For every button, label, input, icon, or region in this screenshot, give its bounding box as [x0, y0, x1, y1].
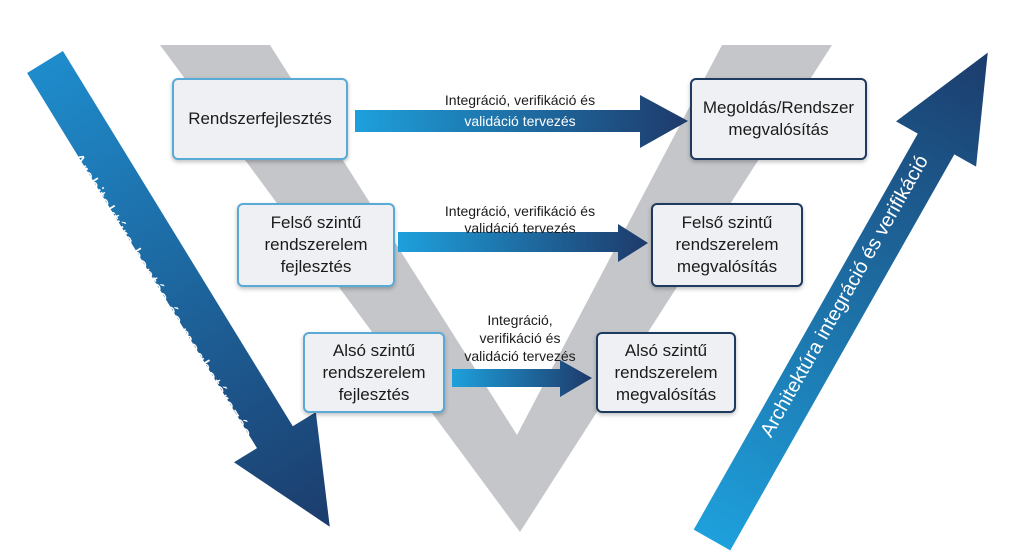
box-rendszerfejlesztes: Rendszerfejlesztés — [172, 78, 348, 160]
left-diagonal-arrow — [27, 51, 330, 527]
level3-arrow-label-line3: validáció tervezés — [464, 348, 576, 364]
level3-arrow-label-line1: Integráció, — [487, 312, 553, 328]
level3-arrow-label-line2: verifikáció és — [479, 330, 561, 346]
level1-arrow — [355, 95, 688, 148]
right-diagonal-arrow — [693, 52, 988, 551]
box-also-szintu-megvalositas: Alsó szintű rendszerelem megvalósítás — [596, 332, 736, 413]
box-felso-szintu-fejlesztes: Felső szintű rendszerelem fejlesztés — [237, 203, 395, 287]
level1-arrow-label-line1: Integráció, verifikáció és — [444, 92, 596, 108]
level3-arrow — [452, 360, 592, 397]
level2-arrow-label-line2: validáció tervezés — [464, 220, 576, 236]
box-megoldas-megvalositas: Megoldás/Rendszer megvalósítás — [690, 78, 867, 160]
level2-arrow — [398, 224, 648, 262]
level2-arrow-label-line1: Integráció, verifikáció és — [444, 203, 596, 219]
box-also-szintu-fejlesztes: Alsó szintű rendszerelem fejlesztés — [303, 332, 445, 413]
level1-arrow-label-line2: validáció tervezés — [464, 113, 576, 129]
box-felso-szintu-megvalositas: Felső szintű rendszerelem megvalósítás — [651, 203, 803, 287]
v-shape-background — [160, 45, 832, 532]
